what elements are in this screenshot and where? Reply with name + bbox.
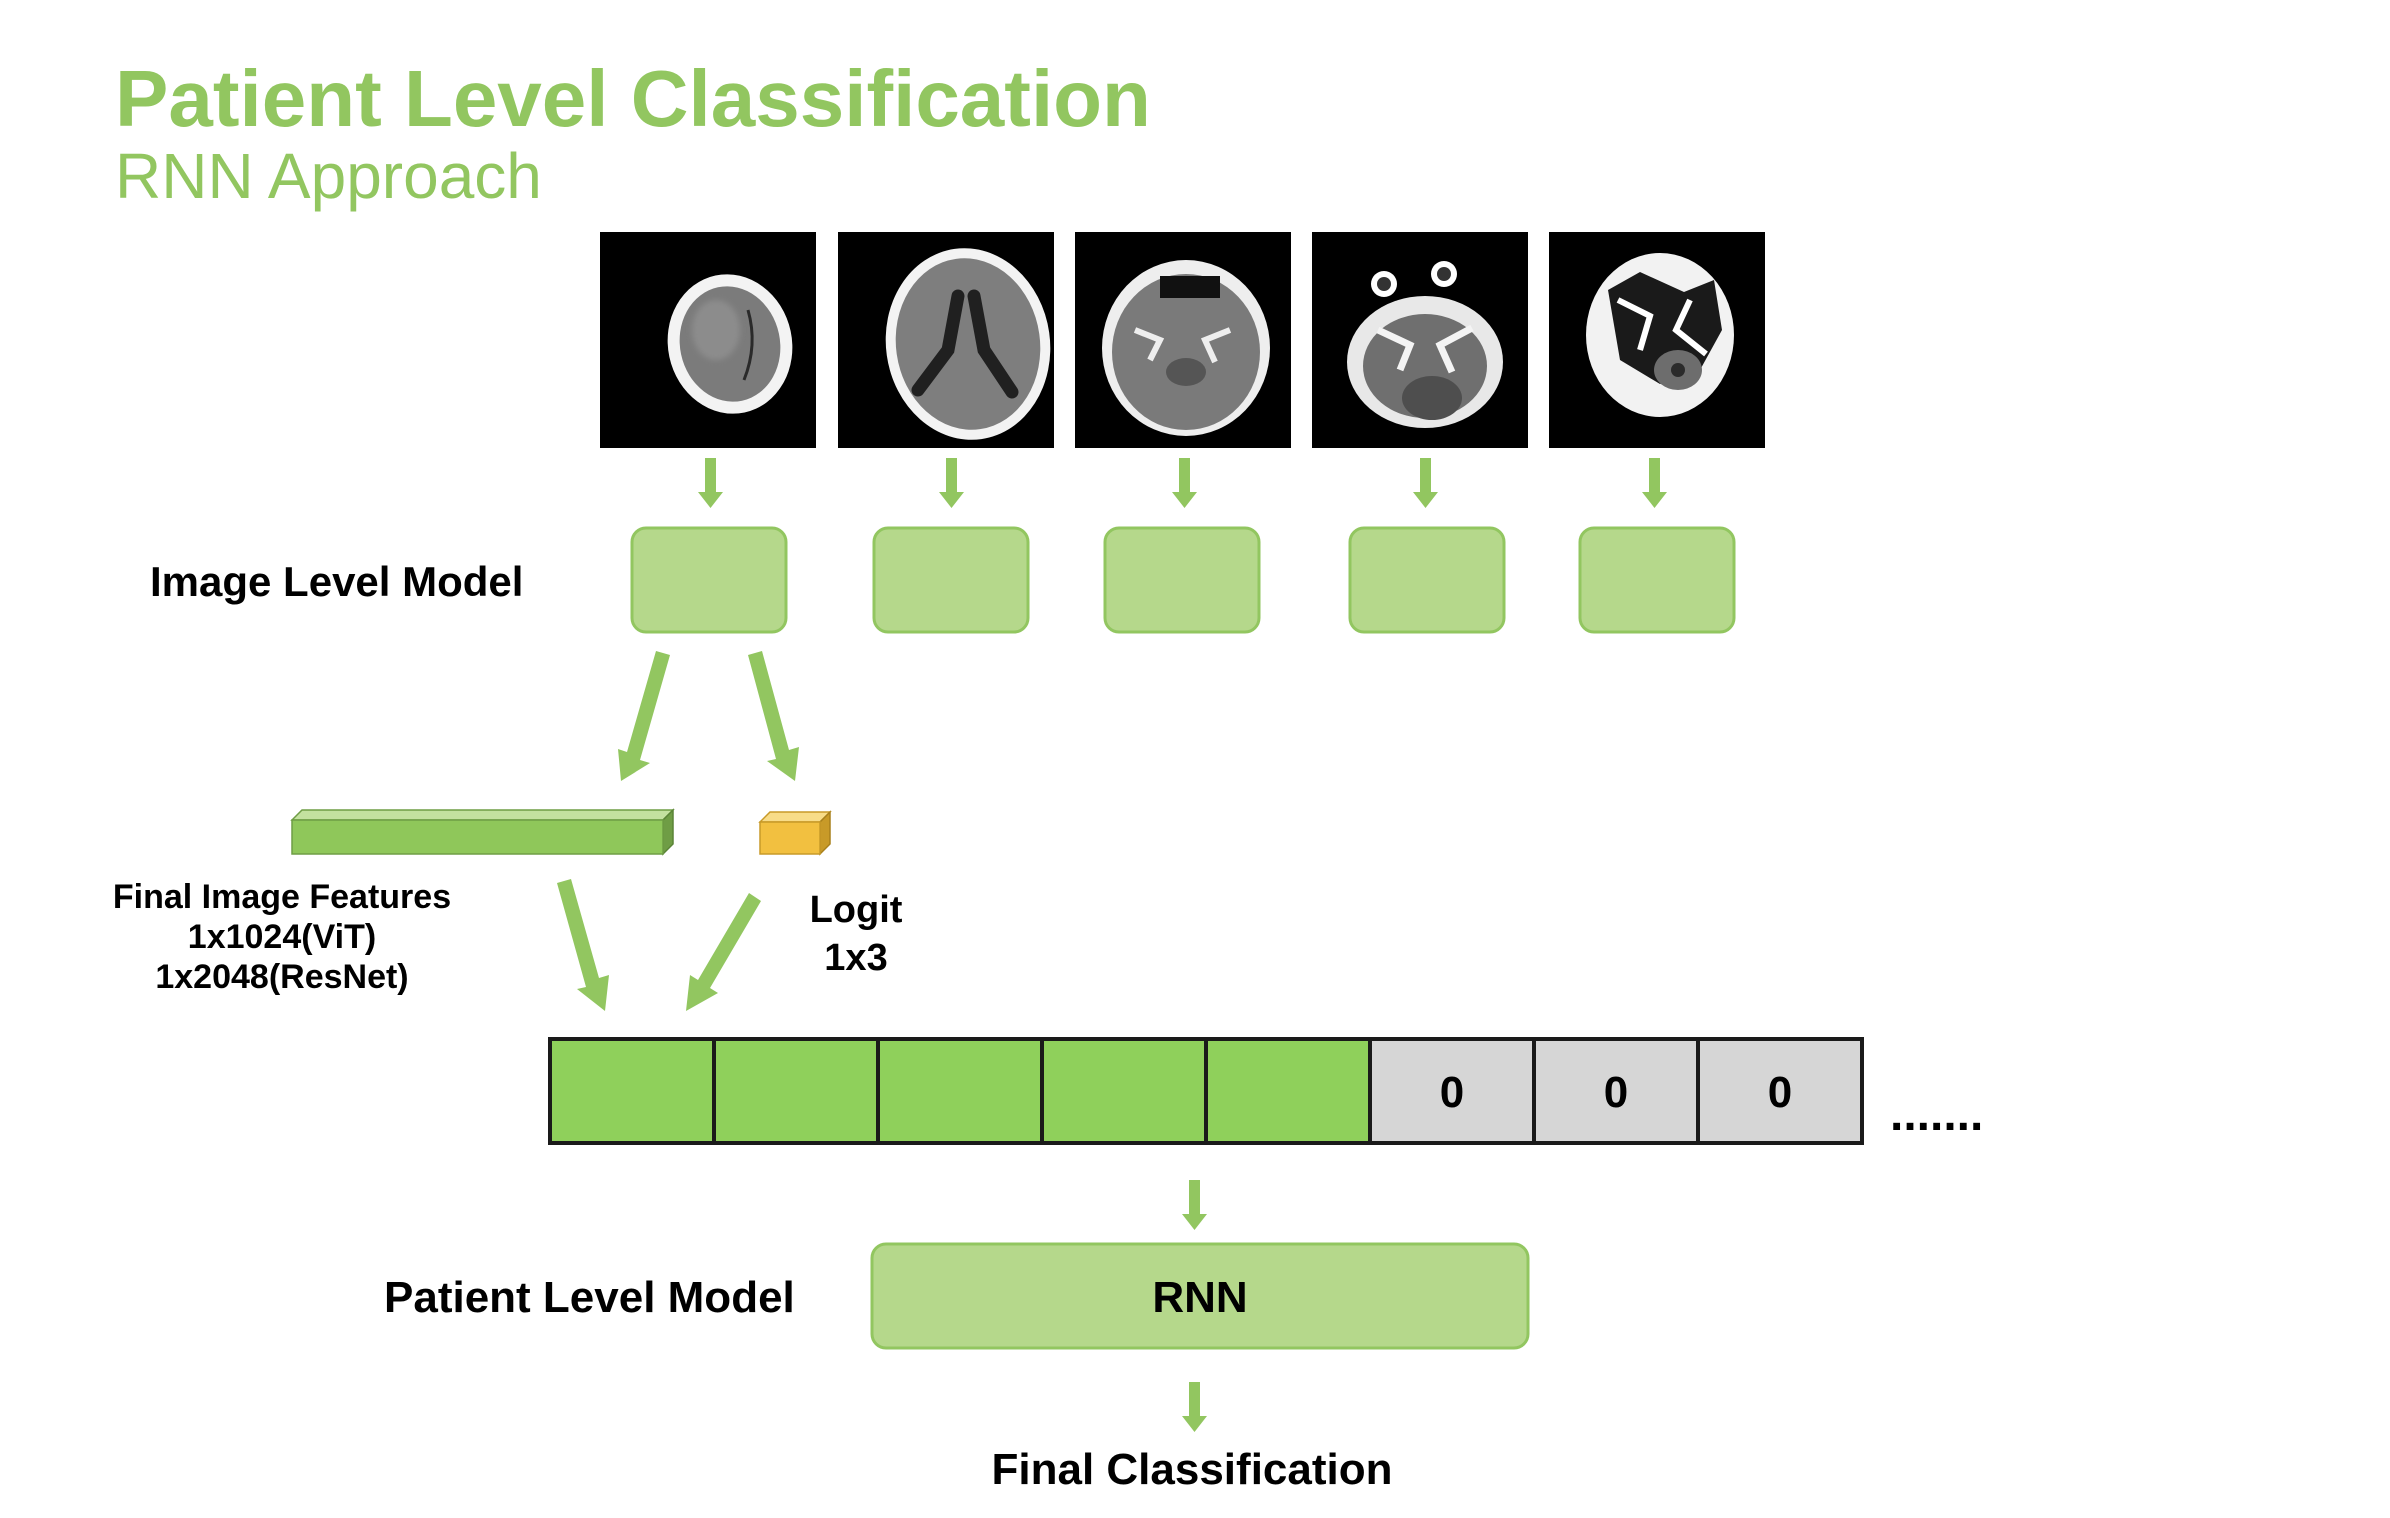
image-level-model-boxes <box>630 526 1736 634</box>
padding-value-1: 0 <box>1440 1068 1464 1117</box>
down-arrow-icon <box>1182 1382 1207 1432</box>
ct-slice-3 <box>1075 232 1291 448</box>
padding-value-3: 0 <box>1768 1068 1792 1117</box>
sequence-cell-5 <box>1204 1037 1372 1145</box>
page-subtitle: RNN Approach <box>115 140 542 212</box>
diagonal-arrow-icon <box>686 893 761 1011</box>
ct-slice-1 <box>600 232 816 448</box>
sequence-ellipsis: ....... <box>1890 1088 1983 1141</box>
padding-cell-3 <box>1696 1037 1864 1145</box>
down-arrow-icon <box>1413 458 1438 508</box>
image-model-box-4 <box>1348 526 1506 634</box>
diagonal-arrow-icon <box>618 651 670 781</box>
feature-vector-bar <box>290 808 675 856</box>
logit-label-line1: Logit <box>810 889 903 931</box>
sequence-cell-3 <box>876 1037 1044 1145</box>
down-arrow-icon <box>698 458 723 508</box>
image-to-model-arrows <box>698 458 1667 508</box>
image-model-box-1 <box>630 526 788 634</box>
features-label: Final Image Features 1x1024(ViT) 1x2048(… <box>113 878 451 996</box>
ct-slice-2 <box>838 232 1054 448</box>
image-model-box-2 <box>872 526 1030 634</box>
down-arrow-icon <box>939 458 964 508</box>
diagonal-arrow-icon <box>748 651 799 781</box>
ct-slice-4 <box>1312 232 1528 448</box>
features-label-line3: 1x2048(ResNet) <box>155 958 408 996</box>
logit-label: Logit 1x3 <box>810 889 903 979</box>
sequence-bar: 0 0 0 <box>548 1037 1864 1145</box>
logit-label-line2: 1x3 <box>824 937 887 979</box>
down-arrow-icon <box>1182 1180 1207 1230</box>
image-model-box-5 <box>1578 526 1736 634</box>
page-title: Patient Level Classification <box>115 54 1151 143</box>
sequence-cell-4 <box>1040 1037 1208 1145</box>
logit-vector-box <box>758 810 832 856</box>
down-arrow-icon <box>1642 458 1667 508</box>
features-label-line2: 1x1024(ViT) <box>188 918 376 956</box>
final-classification-label: Final Classification <box>992 1445 1393 1494</box>
rnn-box <box>870 1242 1530 1350</box>
concat-arrows <box>557 879 761 1011</box>
features-label-line1: Final Image Features <box>113 878 451 916</box>
rnn-label: RNN <box>1152 1273 1247 1322</box>
image-level-model-label: Image Level Model <box>150 558 523 605</box>
sequence-cell-1 <box>548 1037 716 1145</box>
padding-value-2: 0 <box>1604 1068 1628 1117</box>
padding-cell-1 <box>1368 1037 1536 1145</box>
model-output-arrows <box>618 651 799 781</box>
sequence-cell-2 <box>712 1037 880 1145</box>
patient-level-model-label: Patient Level Model <box>384 1273 795 1322</box>
padding-cell-2 <box>1532 1037 1700 1145</box>
image-model-box-3 <box>1103 526 1261 634</box>
ct-slice-5 <box>1549 232 1765 448</box>
diagonal-arrow-icon <box>557 879 609 1011</box>
down-arrow-icon <box>1172 458 1197 508</box>
